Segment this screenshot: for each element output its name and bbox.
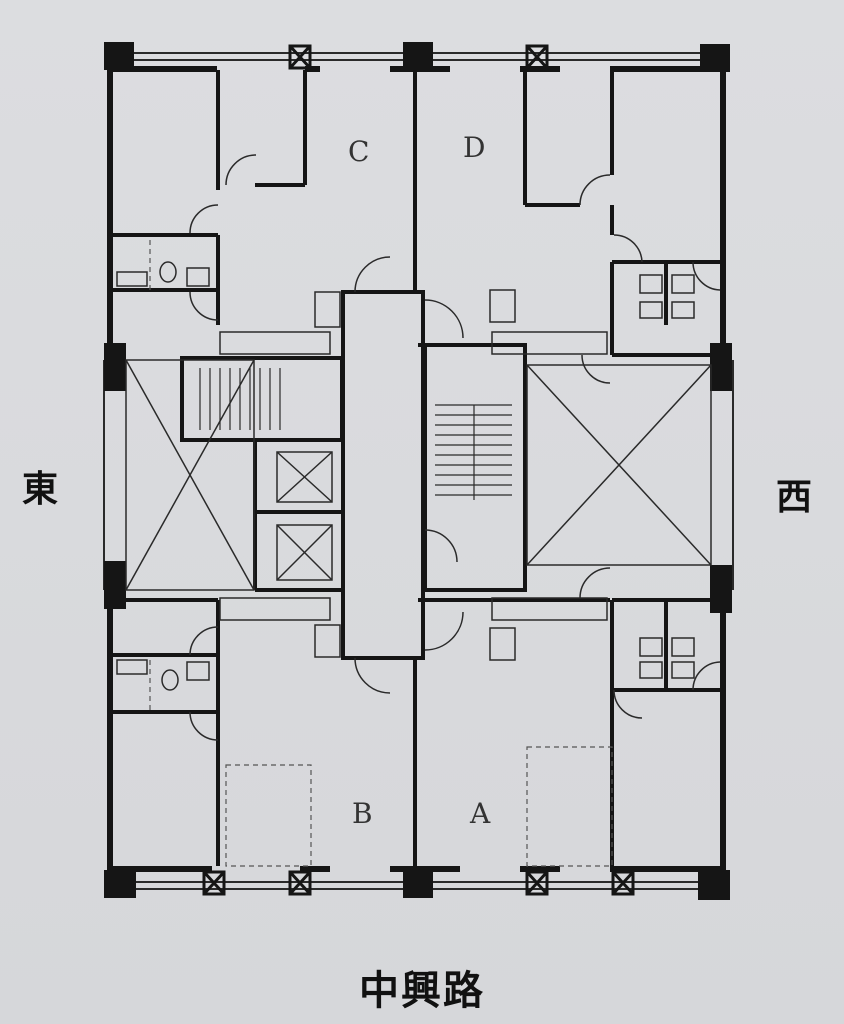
unit-label-d: D (463, 131, 486, 164)
direction-east-label: 東 (22, 469, 59, 510)
road-name-label: 中興路 (359, 968, 485, 1014)
facade-vents (202, 44, 635, 896)
unit-label-a: A (470, 797, 491, 830)
light-wells (125, 359, 712, 591)
furniture-outlines (149, 240, 613, 867)
bathroom-fixtures (116, 261, 695, 691)
unit-label-c: C (348, 135, 370, 168)
unit-label-b: B (352, 797, 373, 830)
structural-columns (104, 42, 732, 900)
doors (189, 154, 721, 741)
kitchen-counters (219, 289, 608, 661)
interior-walls (113, 70, 720, 866)
direction-west-label: 西 (776, 477, 813, 518)
elevators (276, 451, 333, 581)
stairs (199, 368, 512, 500)
